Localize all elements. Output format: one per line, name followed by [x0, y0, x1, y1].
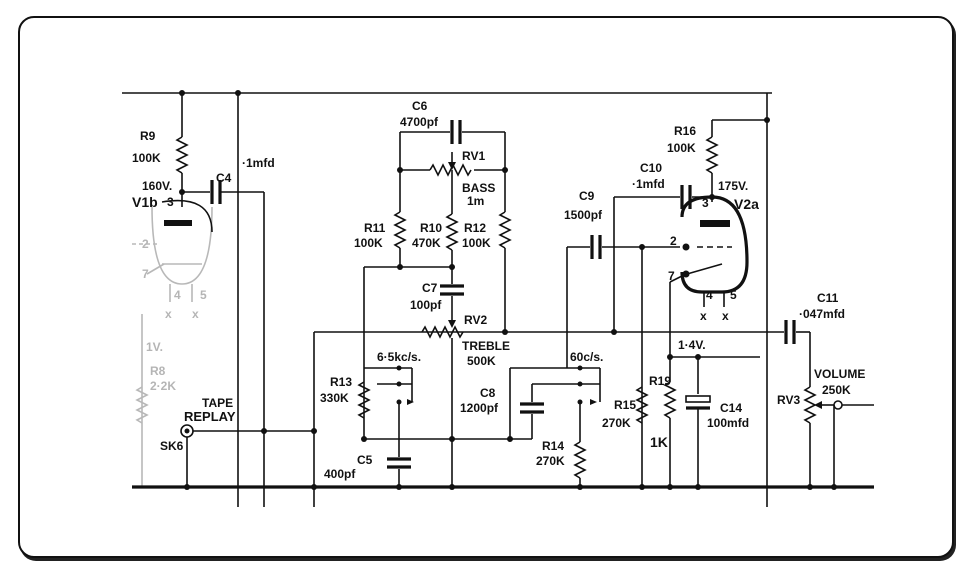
replay-label: REPLAY: [184, 409, 236, 424]
diagram-frame: 2 7 4 5 x x 1V. R8 2·2K R9 100K 160V. V1…: [18, 16, 954, 558]
rv3-value-label: 250K: [822, 383, 851, 397]
volume-output-section: C11 ·047mfd VOLUME 250K RV3: [777, 291, 874, 490]
v2a-x-label-a: x: [700, 309, 707, 323]
faded-pin-7-label: 7: [142, 267, 149, 281]
c9-ref-label: C9: [579, 189, 595, 203]
r10-ref-label: R10: [420, 221, 442, 235]
r19-ref-label: R19: [649, 374, 671, 388]
r8-ref-label: R8: [150, 364, 166, 378]
cathode-network: 1·4V. R19 R15 270K 1K C14 100mfd: [602, 338, 760, 490]
v2a-pin-7-label: 7: [668, 269, 675, 283]
r9-value-label: 100K: [132, 151, 161, 165]
c5-ref-label: C5: [357, 453, 373, 467]
c7-value-label: 100pf: [410, 298, 442, 312]
faded-pin-4-label: 4: [174, 288, 181, 302]
v2a-x-label-b: x: [722, 309, 729, 323]
r11-ref-label: R11: [364, 221, 386, 235]
c14-value-label: 100mfd: [707, 416, 749, 430]
r15-value-label: 270K: [602, 416, 631, 430]
v2a-ref-label: V2a: [734, 196, 759, 212]
c11-ref-label: C11: [817, 291, 839, 305]
switch-60cs-label: 60c/s.: [570, 350, 603, 364]
r14-ref-label: R14: [542, 439, 564, 453]
c5-value-label: 400pf: [324, 467, 356, 481]
c8-value-label: 1200pf: [460, 401, 499, 415]
treble-control-network: C7 100pf RV2 TREBLE 500K: [410, 281, 510, 487]
v2a-pin-4-label: 4: [706, 288, 713, 302]
c10-ref-label: C10: [640, 161, 662, 175]
r10-value-label: 470K: [412, 236, 441, 250]
v1b-stage: R9 100K 160V. V1b 3 C4 ·1mfd: [132, 90, 275, 507]
tape-label: TAPE: [202, 396, 233, 410]
faded-voltage-label: 1V.: [146, 340, 163, 354]
cathode-voltage-label: 1·4V.: [678, 338, 706, 352]
rv2-value-label: 500K: [467, 354, 496, 368]
schematic-diagram: 2 7 4 5 x x 1V. R8 2·2K R9 100K 160V. V1…: [122, 90, 874, 507]
v2a-pin-2-label: 2: [670, 234, 677, 248]
switch-6-5kcs-label: 6·5kc/s.: [377, 350, 421, 364]
faded-x-label-a: x: [165, 307, 172, 321]
c9-coupling: C9 1500pf: [564, 189, 680, 368]
faded-x-label-b: x: [192, 307, 199, 321]
v1b-ref-label: V1b: [132, 194, 158, 210]
rv1-value-label: 1m: [467, 194, 484, 208]
r15-ref-label: R15: [614, 398, 636, 412]
tape-replay-input: TAPE REPLAY SK6: [160, 332, 317, 507]
r12-value-label: 100K: [462, 236, 491, 250]
volume-label: VOLUME: [814, 367, 865, 381]
c9-value-label: 1500pf: [564, 208, 603, 222]
c4-value-label: ·1mfd: [242, 156, 275, 170]
c4-ref-label: C4: [216, 171, 232, 185]
v2a-pin-5-label: 5: [730, 288, 737, 302]
r16-value-label: 100K: [667, 141, 696, 155]
v1b-voltage-label: 160V.: [142, 179, 172, 193]
c14-ref-label: C14: [720, 401, 742, 415]
faded-pin-5-label: 5: [200, 288, 207, 302]
r13-value-label: 330K: [320, 391, 349, 405]
r19-value-label: 1K: [650, 434, 668, 450]
c7-ref-label: C7: [422, 281, 438, 295]
r9-ref-label: R9: [140, 129, 156, 143]
faded-pin-2-label: 2: [142, 237, 149, 251]
bass-control-network: C6 4700pf RV1 BASS 1m R11 100K R10 470K …: [354, 99, 512, 439]
faded-tube-section: 2 7 4 5 x x 1V. R8 2·2K: [132, 206, 213, 487]
r12-ref-label: R12: [464, 221, 486, 235]
r16-ref-label: R16: [674, 124, 696, 138]
v2a-voltage-label: 175V.: [718, 179, 748, 193]
r14-value-label: 270K: [536, 454, 565, 468]
switch-60cs-section: 60c/s. C8 1200pf R14 270K: [452, 350, 603, 490]
v2a-pin-3-label: 3: [702, 196, 709, 210]
rv2-ref-label: RV2: [464, 313, 487, 327]
rv3-ref-label: RV3: [777, 393, 800, 407]
v1b-pin-3-label: 3: [167, 195, 174, 209]
c6-value-label: 4700pf: [400, 115, 439, 129]
bass-label: BASS: [462, 181, 495, 195]
sk6-label: SK6: [160, 439, 184, 453]
c8-ref-label: C8: [480, 386, 496, 400]
c11-value-label: ·047mfd: [799, 307, 845, 321]
treble-label: TREBLE: [462, 339, 510, 353]
r11-value-label: 100K: [354, 236, 383, 250]
r8-value-label: 2·2K: [150, 379, 176, 393]
c10-value-label: ·1mfd: [632, 177, 665, 191]
switch-6-5kcs-section: 6·5kc/s. R13 330K C5 400pf: [320, 350, 455, 490]
r13-ref-label: R13: [330, 375, 352, 389]
c6-ref-label: C6: [412, 99, 428, 113]
v2a-stage: C10 ·1mfd R16 100K 175V. V2a 3 2 7 4 5 x…: [632, 93, 770, 507]
rv1-ref-label: RV1: [462, 149, 485, 163]
